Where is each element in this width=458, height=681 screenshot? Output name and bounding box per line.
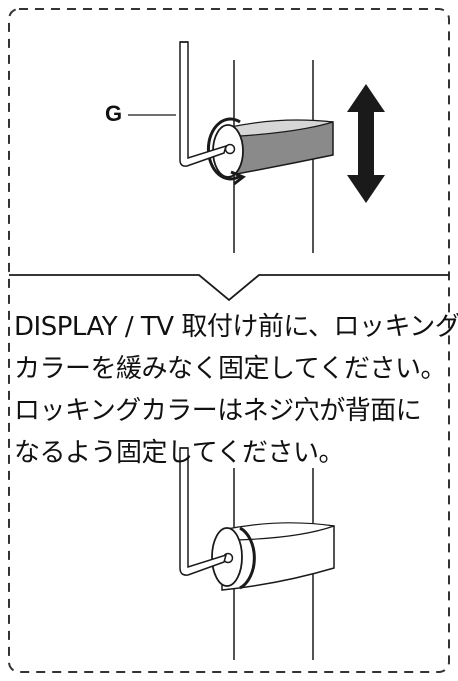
instruction-line-1: DISPLAY / TV 取付け前に、ロッキング — [14, 312, 458, 342]
locking-collar-icon — [206, 117, 334, 186]
locking-collar-icon — [211, 522, 335, 591]
bottom-illustration — [179, 447, 335, 660]
instruction-line-3: ロッキングカラーはネジ穴が背面に — [14, 396, 422, 426]
hex-key-icon — [179, 447, 228, 576]
instruction-line-2: カラーを緩みなく固定してください。 — [14, 354, 446, 384]
up-down-arrow-icon — [347, 84, 385, 203]
step-divider — [9, 274, 449, 302]
top-illustration — [128, 41, 385, 253]
dashed-border — [8, 8, 450, 673]
instruction-text: DISPLAY / TV 取付け前に、ロッキング カラーを緩みなく固定してくださ… — [14, 306, 458, 474]
hex-key-icon — [179, 41, 228, 167]
callout-label-g: G — [105, 101, 123, 126]
instruction-line-4: なるよう固定してください。 — [14, 438, 344, 468]
